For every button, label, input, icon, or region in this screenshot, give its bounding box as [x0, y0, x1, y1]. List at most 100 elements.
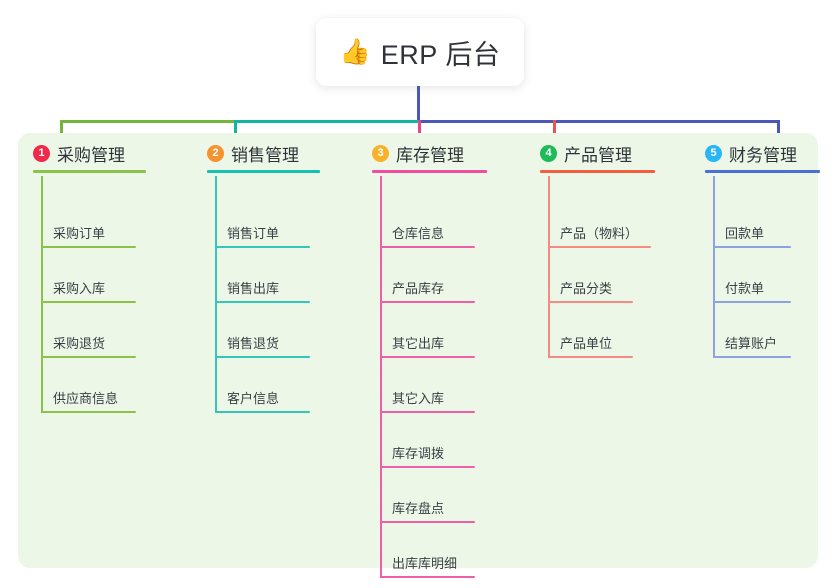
menu-item-label: 产品单位	[560, 336, 613, 351]
module-header-underline-2	[207, 170, 320, 173]
module-title-4: 产品管理	[564, 145, 632, 165]
menu-item-label: 采购入库	[53, 281, 106, 296]
menu-item-underline	[380, 466, 475, 468]
module-badge-4: 4	[540, 144, 557, 162]
module-spine-5	[713, 176, 715, 358]
menu-item-label: 其它出库	[392, 336, 445, 351]
menu-item[interactable]: 仓库信息	[380, 193, 475, 248]
menu-item-underline	[215, 301, 310, 303]
menu-item[interactable]: 产品库存	[380, 248, 475, 303]
menu-item[interactable]: 付款单	[713, 248, 791, 303]
module-header-underline-4	[540, 170, 655, 173]
menu-item-label: 采购订单	[53, 226, 106, 241]
menu-item-underline	[380, 576, 475, 578]
menu-item-underline	[548, 301, 633, 303]
module-header-4[interactable]: 4 产品管理	[525, 133, 690, 173]
menu-item-underline	[41, 301, 136, 303]
menu-item-underline	[380, 521, 475, 523]
menu-item-underline	[41, 411, 136, 413]
menu-item-label: 供应商信息	[53, 391, 119, 406]
connector-bus-segment-1	[60, 120, 234, 123]
menu-item-underline	[548, 356, 633, 358]
modules-panel: 1 采购管理采购订单采购入库采购退货供应商信息 2 销售管理销售订单销售出库销售退货客…	[18, 133, 820, 578]
menu-item-underline	[215, 246, 310, 248]
menu-item[interactable]: 库存盘点	[380, 468, 475, 523]
connector-bus-segment-2	[234, 120, 418, 123]
menu-item-underline	[215, 356, 310, 358]
menu-item-underline	[713, 356, 791, 358]
menu-item-label: 库存调拨	[392, 446, 445, 461]
menu-item-underline	[215, 411, 310, 413]
menu-item[interactable]: 销售退货	[215, 303, 310, 358]
module-title-5: 财务管理	[729, 145, 797, 165]
module-badge-5: 5	[705, 144, 722, 162]
menu-item[interactable]: 产品（物料）	[548, 193, 651, 248]
menu-item-label: 仓库信息	[392, 226, 445, 241]
menu-item[interactable]: 产品单位	[548, 303, 633, 358]
thumbs-up-icon: 👍	[339, 37, 371, 66]
menu-item[interactable]: 产品分类	[548, 248, 633, 303]
menu-item-underline	[380, 301, 475, 303]
menu-item[interactable]: 结算账户	[713, 303, 791, 358]
module-header-5[interactable]: 5 财务管理	[690, 133, 820, 173]
menu-item-underline	[380, 356, 475, 358]
menu-item-label: 销售出库	[227, 281, 280, 296]
module-column-3: 3 库存管理仓库信息产品库存其它出库其它入库库存调拨库存盘点出库库明细	[357, 133, 525, 578]
module-title-2: 销售管理	[231, 145, 299, 165]
menu-item[interactable]: 采购订单	[41, 193, 136, 248]
module-header-3[interactable]: 3 库存管理	[357, 133, 525, 173]
menu-item[interactable]: 销售出库	[215, 248, 310, 303]
menu-item-label: 出库库明细	[392, 556, 458, 571]
module-spine-4	[548, 176, 550, 358]
menu-item-underline	[713, 246, 791, 248]
module-badge-2: 2	[207, 144, 224, 162]
menu-item[interactable]: 回款单	[713, 193, 791, 248]
menu-item[interactable]: 其它出库	[380, 303, 475, 358]
menu-item[interactable]: 采购入库	[41, 248, 136, 303]
module-header-1[interactable]: 1 采购管理	[18, 133, 193, 173]
module-column-5: 5 财务管理回款单付款单结算账户	[690, 133, 820, 568]
menu-item-label: 产品（物料）	[560, 226, 639, 241]
module-column-2: 2 销售管理销售订单销售出库销售退货客户信息	[192, 133, 357, 568]
menu-item-underline	[41, 356, 136, 358]
menu-item-label: 结算账户	[725, 336, 778, 351]
menu-item-label: 产品库存	[392, 281, 445, 296]
module-spine-1	[41, 176, 43, 413]
module-badge-1: 1	[33, 144, 50, 162]
menu-item-label: 采购退货	[53, 336, 106, 351]
menu-item[interactable]: 库存调拨	[380, 413, 475, 468]
menu-item-label: 其它入库	[392, 391, 445, 406]
module-header-2[interactable]: 2 销售管理	[192, 133, 357, 173]
menu-item[interactable]: 其它入库	[380, 358, 475, 413]
menu-item-underline	[713, 301, 791, 303]
menu-item[interactable]: 供应商信息	[41, 358, 136, 413]
menu-item-label: 库存盘点	[392, 501, 445, 516]
connector-trunk	[417, 86, 420, 123]
menu-item-underline	[548, 246, 651, 248]
menu-item-label: 回款单	[725, 226, 765, 241]
menu-item[interactable]: 采购退货	[41, 303, 136, 358]
page-title: ERP 后台	[380, 39, 501, 70]
menu-item[interactable]: 客户信息	[215, 358, 310, 413]
module-spine-2	[215, 176, 217, 413]
module-title-1: 采购管理	[57, 145, 125, 165]
menu-item-underline	[41, 246, 136, 248]
menu-item-label: 客户信息	[227, 391, 280, 406]
menu-item[interactable]: 出库库明细	[380, 523, 475, 578]
module-spine-3	[380, 176, 382, 578]
module-column-4: 4 产品管理产品（物料） 产品分类产品单位	[525, 133, 690, 568]
menu-item-label: 付款单	[725, 281, 765, 296]
module-title-3: 库存管理	[396, 145, 464, 165]
menu-item[interactable]: 销售订单	[215, 193, 310, 248]
title-card: 👍 ERP 后台	[316, 18, 524, 86]
module-badge-3: 3	[372, 144, 389, 162]
menu-item-label: 销售订单	[227, 226, 280, 241]
module-header-underline-1	[33, 170, 146, 173]
menu-item-label: 销售退货	[227, 336, 280, 351]
menu-item-underline	[380, 246, 475, 248]
menu-item-underline	[380, 411, 475, 413]
menu-item-label: 产品分类	[560, 281, 613, 296]
connector-bus-segment-3	[418, 120, 778, 123]
module-header-underline-3	[372, 170, 487, 173]
module-column-1: 1 采购管理采购订单采购入库采购退货供应商信息	[18, 133, 193, 568]
